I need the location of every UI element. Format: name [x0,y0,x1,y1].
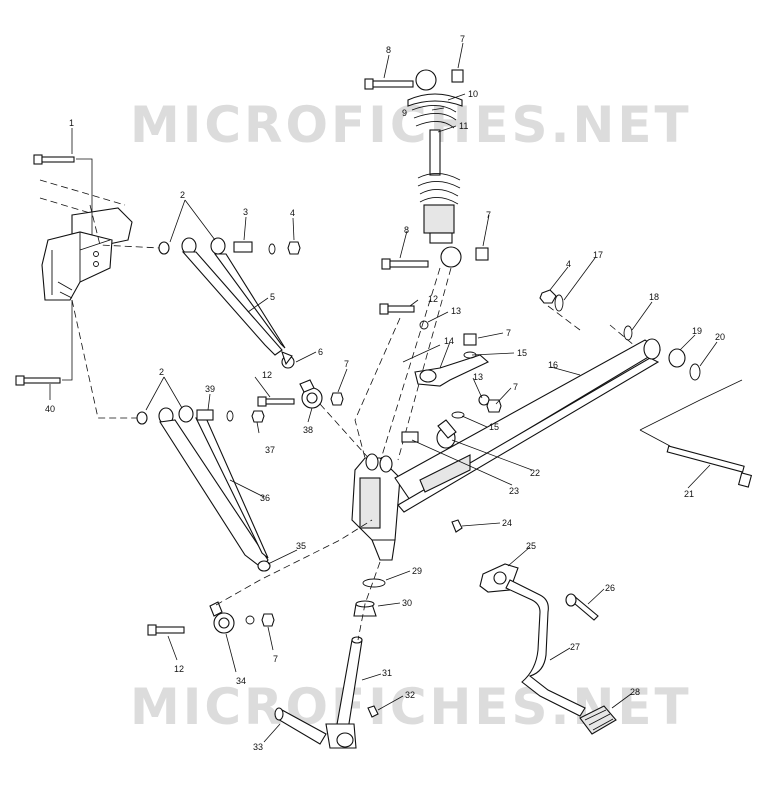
callout-37: 37 [265,445,275,455]
callout-31: 31 [382,668,392,678]
callout-16: 16 [548,360,558,370]
bolt-12-mid [257,396,295,407]
callout-8-top: 8 [386,45,391,55]
callout-3: 3 [243,207,248,217]
callout-24: 24 [502,518,512,528]
callout-labels: 1 2 3 4 5 6 7 8 9 10 11 7 8 12 13 7 14 1… [45,34,725,752]
callout-7-lower: 7 [513,382,518,392]
watermark-bottom: MICROFICHES.NET [130,678,692,736]
ball-joint-38 [299,379,323,409]
callout-2-lower: 2 [159,367,164,377]
bolt-12-lower [147,624,185,636]
callout-7-mid: 7 [344,359,349,369]
callout-12-mid: 12 [262,370,272,380]
callout-12-upper: 12 [428,294,438,304]
callout-1: 1 [69,118,74,128]
callout-29: 29 [412,566,422,576]
trailing-arm [394,338,662,513]
ring-20 [689,363,701,381]
callout-4: 4 [290,208,295,218]
callout-7-arm: 7 [506,328,511,338]
callout-10: 10 [468,89,478,99]
callout-14: 14 [444,336,454,346]
callout-6: 6 [318,347,323,357]
callout-39: 39 [205,384,215,394]
spindle-shaft-31 [325,636,363,749]
callout-8-shock: 8 [404,225,409,235]
bushing-19 [668,348,686,368]
callout-34: 34 [236,676,246,686]
callout-38: 38 [303,425,313,435]
callout-15-lower: 15 [489,422,499,432]
callout-33: 33 [253,742,263,752]
o-ring-29 [362,578,386,588]
callout-12-lower: 12 [174,664,184,674]
callout-13-lower: 13 [473,372,483,382]
ball-joint-34 [209,601,235,634]
callout-4-right: 4 [566,259,571,269]
tie-rod-end-22 [436,419,457,449]
callout-7-ball: 7 [273,654,278,664]
callout-19: 19 [692,326,702,336]
callout-32: 32 [405,690,415,700]
spindle-housing [351,453,401,561]
callout-23: 23 [509,486,519,496]
callout-30: 30 [402,598,412,608]
frame-bracket [39,179,133,301]
callout-35: 35 [296,541,306,551]
callout-2-upper: 2 [180,190,185,200]
bolt-21 [666,445,753,488]
callout-17: 17 [593,250,603,260]
bolt-1 [33,154,75,165]
callout-13-upper: 13 [451,306,461,316]
pin-26 [565,593,599,621]
callout-22: 22 [530,468,540,478]
shock-absorber [364,69,489,270]
callout-7-shock: 7 [486,210,491,220]
bolt-12-upper [379,303,415,315]
upper-a-arm [89,204,301,369]
callout-28: 28 [630,687,640,697]
callout-20: 20 [715,332,725,342]
callout-7-top: 7 [460,34,465,44]
callout-26: 26 [605,583,615,593]
lower-a-arm [71,299,271,572]
pedal-rod-27 [505,579,586,717]
leader-lines [49,42,718,743]
callout-27: 27 [570,642,580,652]
pedal-pad-28 [579,705,617,735]
callout-18: 18 [649,292,659,302]
callout-11: 11 [459,121,468,131]
callout-15-upper: 15 [517,348,527,358]
callout-9: 9 [402,108,407,118]
callout-5: 5 [270,292,275,302]
callout-21: 21 [684,489,694,499]
callout-25: 25 [526,541,536,551]
bolt-40 [15,375,61,386]
bushing-23 [401,431,419,443]
callout-40: 40 [45,404,55,414]
callout-36: 36 [260,493,270,503]
